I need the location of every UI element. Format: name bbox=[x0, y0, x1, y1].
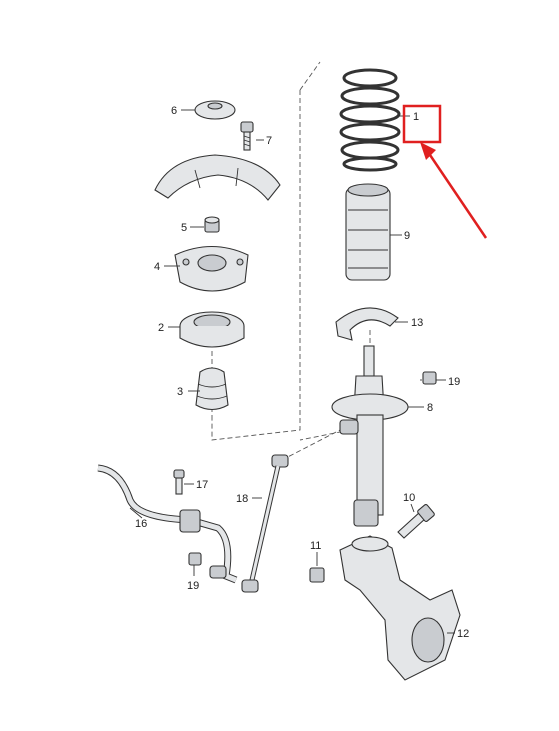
callout-labels: 1 2 3 4 5 6 7 8 9 10 11 12 13 16 17 18 1… bbox=[135, 105, 469, 640]
highlight-arrow-head bbox=[420, 142, 436, 160]
bearing-part-2 bbox=[179, 311, 245, 348]
callout-19-lower: 19 bbox=[187, 580, 199, 592]
spring-seat-part-13 bbox=[335, 307, 399, 341]
strut-mount-part-4 bbox=[174, 246, 249, 292]
callout-11: 11 bbox=[310, 540, 321, 552]
bolt-part-17 bbox=[173, 469, 185, 495]
callout-6: 6 bbox=[171, 105, 177, 117]
callout-13: 13 bbox=[411, 317, 423, 329]
nut-part-19-lower bbox=[188, 552, 227, 579]
leader-lines bbox=[129, 109, 455, 634]
stabilizer-bar-part-16 bbox=[97, 464, 238, 584]
bump-stop-part-3 bbox=[195, 367, 229, 411]
callout-5: 5 bbox=[181, 222, 187, 234]
dust-boot-part-9 bbox=[345, 183, 391, 281]
nut-part-5 bbox=[204, 216, 220, 233]
callout-1: 1 bbox=[413, 111, 419, 123]
callout-10: 10 bbox=[403, 492, 415, 504]
shock-absorber-part-8 bbox=[331, 345, 409, 527]
highlight-box bbox=[402, 104, 442, 144]
callout-4: 4 bbox=[154, 261, 160, 273]
nut-part-11 bbox=[309, 567, 325, 583]
callout-7: 7 bbox=[266, 135, 272, 147]
callout-2: 2 bbox=[158, 322, 164, 334]
drop-link-part-18 bbox=[241, 454, 289, 593]
highlight-arrow-shaft bbox=[426, 151, 488, 239]
callout-17: 17 bbox=[196, 479, 208, 491]
dust-cap-part-6 bbox=[194, 100, 236, 120]
steering-knuckle-part-12 bbox=[339, 535, 461, 681]
callout-18: 18 bbox=[236, 493, 248, 505]
callout-19-top: 19 bbox=[448, 376, 460, 388]
callout-9: 9 bbox=[404, 230, 410, 242]
highlight-annotation bbox=[402, 104, 488, 239]
callout-12: 12 bbox=[457, 628, 469, 640]
bolt-part-10 bbox=[397, 504, 435, 539]
callout-8: 8 bbox=[427, 402, 433, 414]
heat-shield bbox=[154, 154, 281, 201]
bolt-part-7 bbox=[240, 121, 254, 151]
coil-spring-part-1 bbox=[339, 68, 401, 172]
nut-part-19-top bbox=[422, 371, 437, 385]
callout-16: 16 bbox=[135, 518, 147, 530]
callout-3: 3 bbox=[177, 386, 183, 398]
